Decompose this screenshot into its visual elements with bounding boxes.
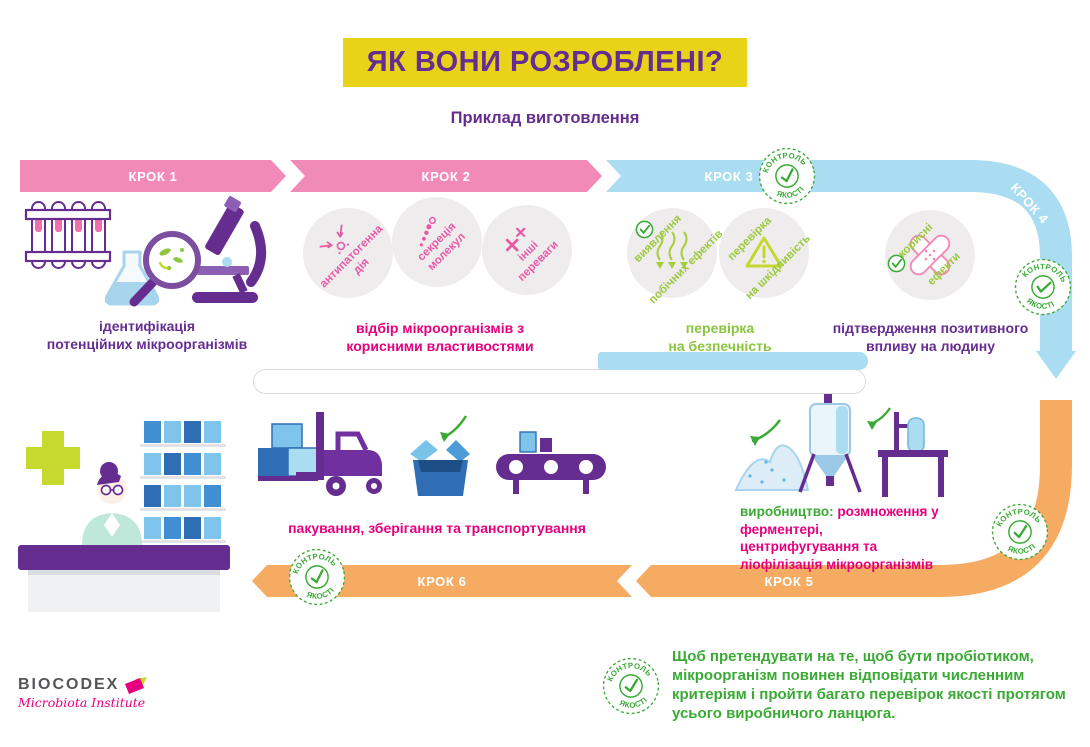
forklift-icon <box>296 412 382 496</box>
lab-identification-illustration <box>24 196 266 307</box>
brand-logo: BIOCODEX Microbiota Institute <box>18 676 149 710</box>
process-arrow-icon <box>750 419 781 446</box>
pharmacy-cross-icon <box>26 431 80 485</box>
conveyor-icon <box>496 431 606 494</box>
feature-label: корисні ефекти <box>896 221 963 288</box>
check-circle-icon <box>887 254 906 273</box>
feature-label: перевірка на шкідливість <box>725 214 813 302</box>
page-subtitle: Приклад виготовлення <box>450 109 640 127</box>
feature-circle-antipathogenic: антипатогенна дія <box>303 208 393 298</box>
magnifier-bacteria-icon <box>129 231 201 307</box>
powder-pile-icon <box>734 444 810 491</box>
flow-step-1-band: КРОК 1 <box>20 160 286 192</box>
step-1-caption: ідентифікація потенційних мікроорганізмі… <box>46 318 248 352</box>
step-5-caption-lead: виробництво: <box>740 504 834 519</box>
feature-circle-positive-effects: корисні ефекти <box>885 210 975 300</box>
step-3-caption: перевірка на безпечність <box>668 320 772 354</box>
logo-name: BIOCODEX <box>18 676 120 693</box>
plus-benefits-icon <box>505 227 526 252</box>
fermenter-tank-icon <box>798 394 862 493</box>
feature-circle-other-benefits: інші переваги <box>482 205 572 295</box>
test-tube-rack-icon <box>24 201 112 269</box>
step-3-label: КРОК 3 <box>704 168 754 184</box>
feature-circle-harm-check: перевірка на шкідливість <box>719 208 813 302</box>
flow-step-5-band: КРОК 5 <box>636 565 942 597</box>
molecule-secretion-icon <box>419 217 437 247</box>
step-2-caption: відбір мікроорганізмів з корисними власт… <box>346 320 534 354</box>
page-title: ЯК ВОНИ РОЗРОБЛЕНІ? <box>366 46 724 78</box>
production-illustration <box>734 394 948 497</box>
step-1-label: КРОК 1 <box>128 168 178 184</box>
step-5-caption: виробництво: розмноження у ферментері, ц… <box>740 503 940 573</box>
step-6-caption: пакування, зберігання та транспортування <box>288 520 586 536</box>
microscope-icon <box>192 196 266 303</box>
track-pill <box>253 369 866 394</box>
pharmacist-icon <box>82 462 142 545</box>
step-5-caption-rest: розмноження у ферментері, центрифугуванн… <box>740 504 939 572</box>
bandage-cross-icon <box>909 234 951 276</box>
antipathogenic-action-icon <box>319 224 350 255</box>
feature-circle-side-effects: виявлення побічних ефектів <box>627 208 725 306</box>
flow-arrow-down-icon <box>1036 351 1076 379</box>
footer-note: Щоб претендувати на те, щоб бути пробіот… <box>672 648 1066 723</box>
flow-curve-blue <box>848 160 1072 353</box>
track-blue-strip <box>598 352 868 370</box>
pharmacy-illustration <box>18 421 230 612</box>
step-2-label: КРОК 2 <box>421 168 471 184</box>
process-arrow-icon-2 <box>867 407 891 430</box>
logo-tagline: Microbiota Institute <box>18 695 146 710</box>
packaging-transport-illustration <box>258 412 606 496</box>
lab-stand-icon <box>878 412 948 497</box>
header: ЯК ВОНИ РОЗРОБЛЕНІ? <box>0 38 1090 87</box>
wavy-arrows-icon <box>656 231 688 269</box>
counter-icon <box>18 545 230 612</box>
packing-arrow-icon <box>440 415 468 442</box>
shelf-products-icon <box>140 421 226 543</box>
flow-step-2-band: КРОК 2 <box>290 160 602 192</box>
feature-circle-secretion: секреція молекул <box>392 197 482 287</box>
step-5-label: КРОК 5 <box>764 573 814 589</box>
logo-mark-icon <box>125 677 148 694</box>
step-6-label: КРОК 6 <box>417 573 467 589</box>
step-4-caption: підтвердження позитивного впливу на люди… <box>832 320 1029 354</box>
open-box-icon <box>410 440 470 496</box>
check-circle-icon <box>635 220 654 239</box>
warning-triangle-icon <box>745 236 783 268</box>
title-highlight: ЯК ВОНИ РОЗРОБЛЕНІ? <box>342 38 748 87</box>
